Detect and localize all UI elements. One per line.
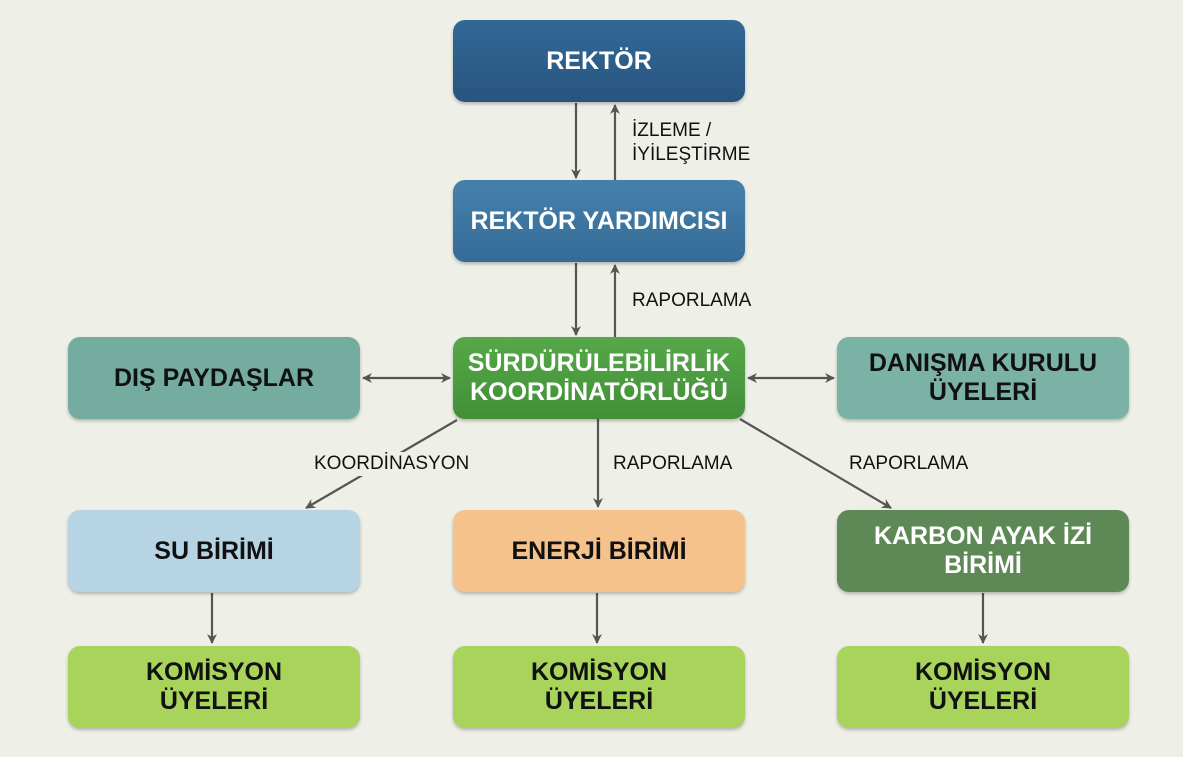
label-raporlama-top: RAPORLAMA	[632, 290, 752, 311]
node-danisma-kurulu[interactable]: DANIŞMA KURULU ÜYELERİ	[837, 337, 1129, 419]
node-dis-paydaslar[interactable]: DIŞ PAYDAŞLAR	[68, 337, 360, 419]
label-raporlama-right: RAPORLAMA	[849, 453, 969, 474]
node-rektor-yardimcisi[interactable]: REKTÖR YARDIMCISI	[453, 180, 745, 262]
node-komisyon-enerji[interactable]: KOMİSYON ÜYELERİ	[453, 646, 745, 728]
label-raporlama-mid: RAPORLAMA	[613, 453, 733, 474]
node-su-birimi[interactable]: SU BİRİMİ	[68, 510, 360, 592]
label-izleme: İZLEME / İYİLEŞTİRME	[632, 120, 751, 165]
node-komisyon-karbon[interactable]: KOMİSYON ÜYELERİ	[837, 646, 1129, 728]
node-rektor[interactable]: REKTÖR	[453, 20, 745, 102]
node-enerji-birimi[interactable]: ENERJİ BİRİMİ	[453, 510, 745, 592]
node-komisyon-su[interactable]: KOMİSYON ÜYELERİ	[68, 646, 360, 728]
node-karbon-birimi[interactable]: KARBON AYAK İZİ BİRİMİ	[837, 510, 1129, 592]
label-koordinasyon: KOORDİNASYON	[314, 452, 470, 476]
node-koordinatorluk[interactable]: SÜRDÜRÜLEBİLİRLİK KOORDİNATÖRLÜĞÜ	[453, 337, 745, 419]
arrow-to-karbon	[739, 418, 892, 509]
